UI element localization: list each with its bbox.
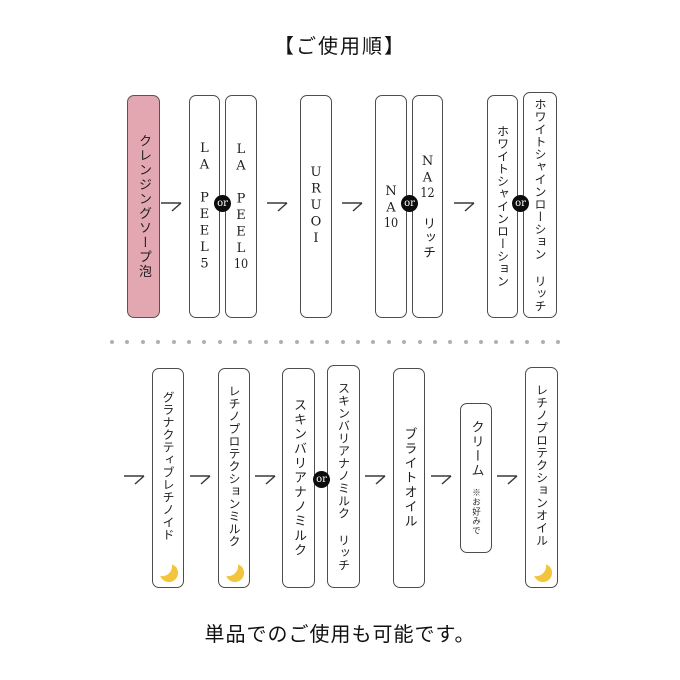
product-box-cream: クリーム※お好みで [460,403,492,553]
or-badge: or [313,471,330,488]
moon-icon [225,563,245,583]
separator-dot [233,340,237,344]
footer-note: 単品でのご使用も可能です。 [204,624,476,646]
separator-dot [464,340,468,344]
separator-dot [141,340,145,344]
product-label: グラナクティブレチノイド [161,391,175,541]
separator-dot [110,340,114,344]
separator-dot [448,340,452,344]
separator-dot [510,340,514,344]
arrow-icon [160,198,184,214]
moon-icon [159,563,179,583]
arrow-icon [364,471,388,487]
arrow-icon [254,471,278,487]
product-box-cleansing-soap-foam: クレンジングソープ泡 [127,95,160,318]
product-label: レチノプロテクションミルク [227,384,241,548]
product-label: クレンジングソープ泡 [136,134,151,279]
separator-dot [371,340,375,344]
separator-dot [325,340,329,344]
product-label: レチノプロテクションオイル [534,384,549,547]
or-badge: or [512,195,529,212]
product-label: ホワイトシャインローション [495,125,510,288]
note-text: ※お好みで [470,488,481,536]
separator-dot [479,340,483,344]
separator-dot [264,340,268,344]
separator-dot [295,340,299,344]
moon-icon [533,563,552,583]
product-box-retino-protection-oil: レチノプロテクションオイル [525,367,558,588]
product-label: ホワイトシャインローション リッチ [533,97,547,313]
product-label: スキンバリアナノミルク [291,398,306,558]
product-label: ブライトオイル [401,427,417,529]
separator-dot [248,340,252,344]
arrow-icon [341,198,365,214]
product-box-granactive-retinoid: グラナクティブレチノイド [152,368,184,588]
page-title: 【ご使用順】 [274,34,406,58]
arrow-icon [453,198,477,214]
arrow-icon [430,471,454,487]
product-label: LA PEEL5 [197,140,212,273]
separator-dot [310,340,314,344]
separator-dot [541,340,545,344]
product-label: NA12 リッチ [420,153,435,260]
separator-dot [433,340,437,344]
product-label: LA PEEL10 [233,142,249,271]
separator-dot [279,340,283,344]
separator-dot [556,340,560,344]
product-label: URUOI [308,165,324,248]
separator-dot [172,340,176,344]
separator-dot [525,340,529,344]
or-badge: or [401,195,418,212]
separator-dot [402,340,406,344]
arrow-icon [189,471,213,487]
separator-dot [356,340,360,344]
separator-dot [218,340,222,344]
product-label: クリーム※お好みで [468,420,484,536]
product-box-skin-barrier-nano-milk-rich: スキンバリアナノミルク リッチ [327,365,360,588]
separator-dot [341,340,345,344]
separator-dot [125,340,129,344]
product-box-uruoi: URUOI [300,95,332,318]
product-box-bright-oil: ブライトオイル [393,368,425,588]
arrow-icon [123,471,147,487]
arrow-icon [266,198,290,214]
separator-dot [494,340,498,344]
product-label: NA10 [383,183,399,230]
product-box-retino-protection-milk: レチノプロテクションミルク [218,368,250,588]
separator-dot [202,340,206,344]
separator-dot [187,340,191,344]
separator-dot [156,340,160,344]
product-label: スキンバリアナノミルク リッチ [336,381,351,572]
product-box-skin-barrier-nano-milk: スキンバリアナノミルク [282,368,315,588]
arrow-icon [496,471,520,487]
or-badge: or [214,195,231,212]
separator-dot [418,340,422,344]
separator-dot [387,340,391,344]
